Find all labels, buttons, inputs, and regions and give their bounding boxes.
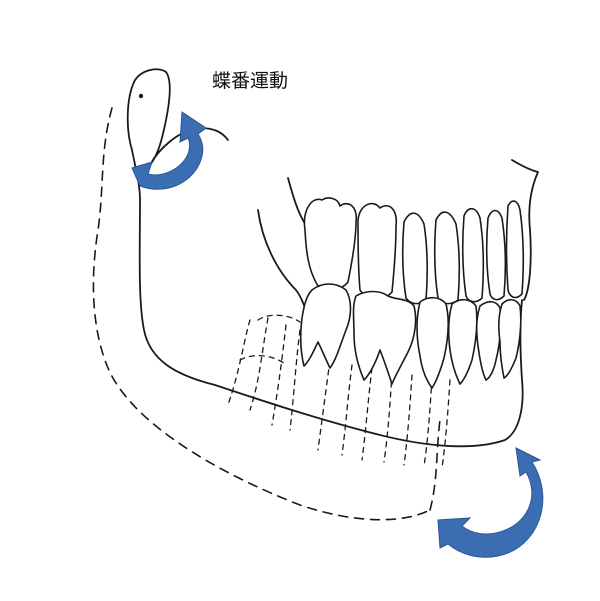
open-mandible-outline: [92, 107, 451, 521]
lower-teeth: [299, 283, 522, 389]
rotation-arrow-chin-icon: [437, 447, 544, 558]
upper-teeth: [303, 197, 525, 305]
rotation-arrow-condyle-icon: [131, 111, 207, 190]
hinge-movement-label: 蝶番運動: [212, 70, 289, 92]
